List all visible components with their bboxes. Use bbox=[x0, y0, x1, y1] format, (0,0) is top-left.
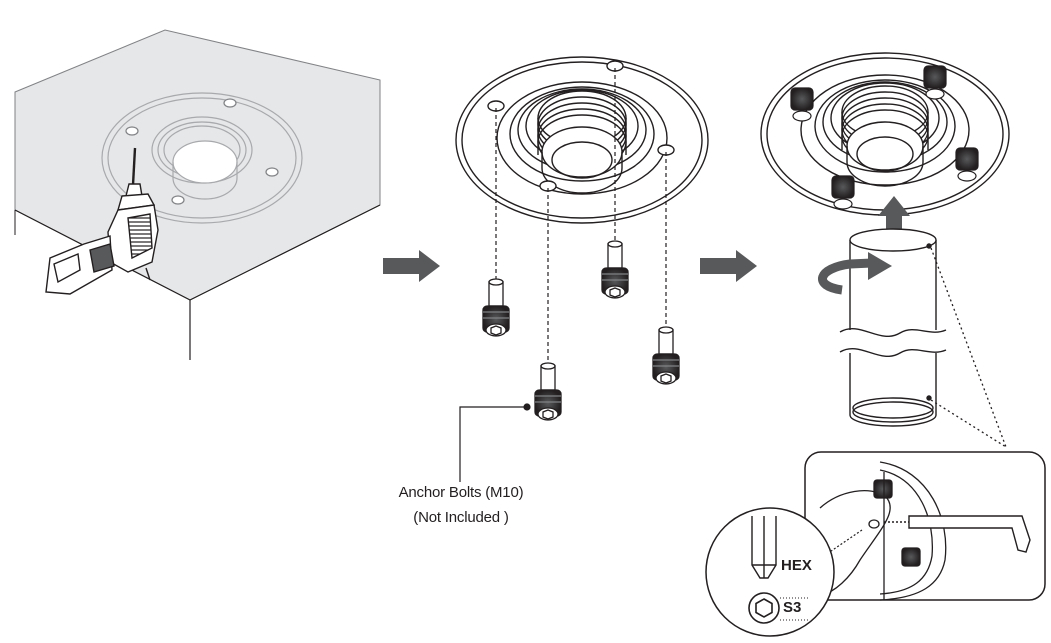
detail-leaders bbox=[930, 247, 1007, 448]
drill-icon bbox=[45, 147, 159, 295]
step-1-drilling bbox=[14, 29, 381, 360]
callout-leader bbox=[459, 403, 531, 482]
hex-socket-icon bbox=[748, 592, 780, 624]
anchor-bolt-icon bbox=[652, 326, 680, 385]
next-step-arrow bbox=[383, 250, 440, 282]
rotate-arrow-icon bbox=[818, 252, 892, 295]
ghost-mount-plate bbox=[101, 92, 303, 224]
next-step-arrow bbox=[700, 250, 757, 282]
anchor-bolt-icon bbox=[534, 362, 562, 421]
hex-key-icon bbox=[884, 515, 1031, 553]
up-arrow bbox=[878, 196, 910, 230]
detail-inset bbox=[705, 451, 1046, 637]
anchor-bolt-icon bbox=[482, 278, 510, 337]
hex-tool-label: HEX bbox=[781, 557, 812, 574]
mounted-plate bbox=[760, 52, 1010, 216]
mount-plate bbox=[455, 56, 709, 224]
drill-hole-marks bbox=[125, 98, 279, 205]
step-2-anchor-bolts bbox=[455, 56, 709, 482]
tool-size-label: S3 bbox=[783, 599, 802, 616]
step-3-attach-pipe bbox=[760, 52, 1010, 448]
ceiling-pipe bbox=[839, 228, 947, 427]
anchor-bolts-label: Anchor Bolts (M10) bbox=[398, 484, 524, 501]
hex-wrench-tip-icon bbox=[751, 516, 777, 579]
installed-bolt-icon bbox=[790, 65, 979, 210]
anchor-bolt-icon bbox=[601, 240, 629, 299]
alignment-lines bbox=[495, 68, 667, 366]
not-included-note: (Not Included ) bbox=[413, 509, 509, 526]
